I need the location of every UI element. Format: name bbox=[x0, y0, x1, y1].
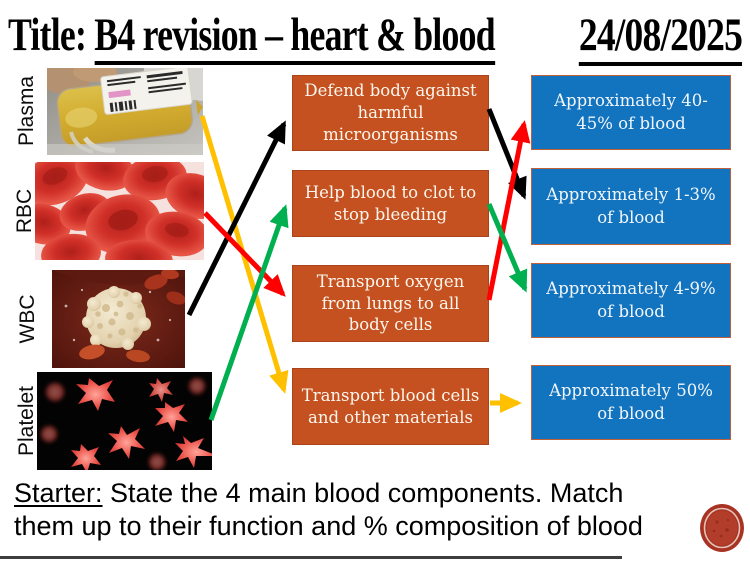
starter-text: Starter: State the 4 main blood componen… bbox=[14, 477, 724, 543]
platelet-image bbox=[37, 372, 212, 470]
page-title: Title: B4 revision – heart & blood bbox=[8, 8, 496, 65]
plasma-image bbox=[47, 68, 203, 155]
function-box-materials: Transport blood cells and other material… bbox=[292, 368, 489, 445]
wbc-image bbox=[52, 270, 185, 368]
starter-line2: them up to their function and % composit… bbox=[14, 511, 643, 542]
arrow-oxygen-to-percent bbox=[486, 120, 531, 301]
title-prefix: Title: bbox=[8, 9, 87, 61]
percent-box-4-9: Approximately 4-9% of blood bbox=[531, 263, 731, 338]
label-wbc: WBC bbox=[16, 294, 39, 344]
arrow-clot-to-percent bbox=[486, 203, 528, 293]
percent-box-1-3: Approximately 1-3% of blood bbox=[531, 168, 731, 245]
title-main: B4 revision – heart & blood bbox=[94, 9, 496, 65]
arrow-rbc-to-function bbox=[203, 211, 286, 297]
arrow-platelet-to-function bbox=[208, 204, 289, 421]
starter-line1: State the 4 main blood components. Match bbox=[110, 478, 624, 508]
slide-date: 24/08/2025 bbox=[578, 8, 743, 66]
red-cell-stamp-icon bbox=[700, 504, 744, 552]
arrow-defend-to-percent bbox=[486, 108, 527, 200]
starter-label: Starter: bbox=[14, 478, 103, 508]
slide-bottom-edge bbox=[0, 556, 622, 559]
function-box-defend: Defend body against harmful microorganis… bbox=[292, 75, 489, 151]
function-box-oxygen: Transport oxygen from lungs to all body … bbox=[292, 265, 489, 342]
percent-box-50: Approximately 50% of blood bbox=[531, 365, 731, 440]
arrow-plasma-to-function bbox=[199, 115, 289, 394]
function-box-clot: Help blood to clot to stop bleeding bbox=[292, 170, 489, 237]
label-plasma: Plasma bbox=[15, 75, 38, 147]
percent-box-40-45: Approximately 40-45% of blood bbox=[531, 75, 731, 150]
rbc-image bbox=[35, 162, 204, 260]
